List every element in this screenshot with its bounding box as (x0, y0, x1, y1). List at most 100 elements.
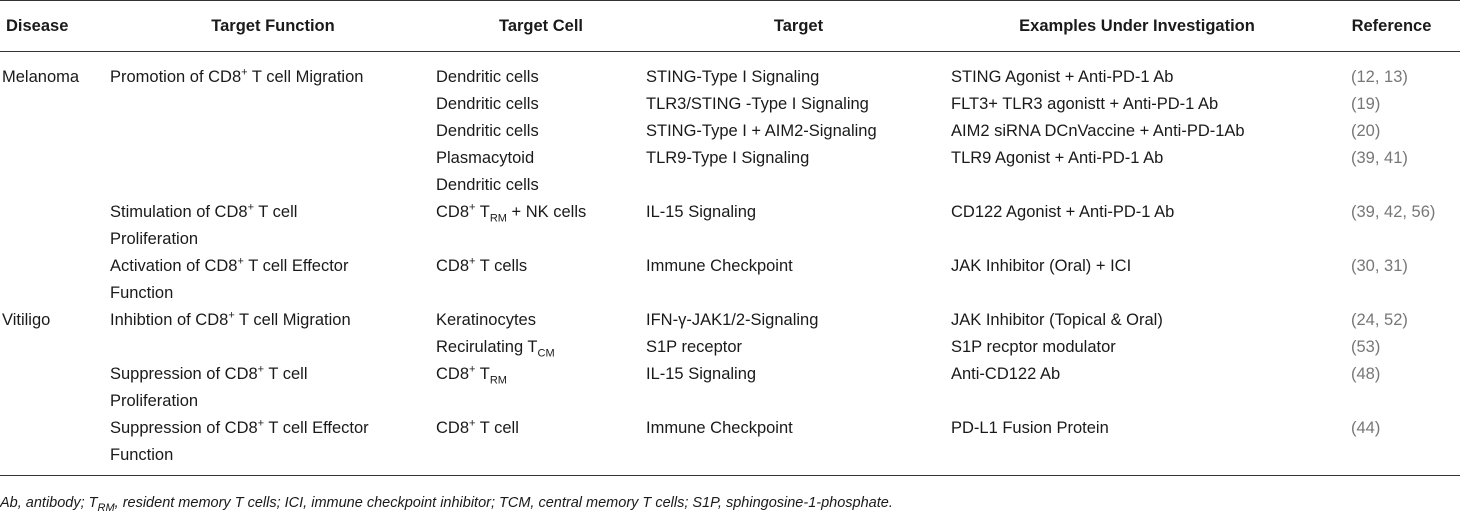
reference-text: (19) (1351, 95, 1381, 113)
target-text: S1P receptor (646, 338, 743, 356)
disease-text: Melanoma (2, 68, 80, 86)
cell-sup: + (469, 363, 476, 376)
disease-text: Vitiligo (2, 311, 51, 329)
cell-text: Plasmacytoid (436, 149, 535, 167)
header-target-cell: Target Cell (436, 0, 646, 52)
header-disease: Disease (0, 0, 110, 52)
header-target-function: Target Function (110, 0, 436, 52)
target-text: IFN-γ-JAK1/2-Signaling (646, 311, 819, 329)
cell-disease (0, 415, 110, 476)
function-text-tail: T cell Effector (243, 257, 349, 275)
function-sup: + (247, 201, 254, 214)
cell-target-cell: CD8+ T cells (436, 253, 646, 307)
example-text: AIM2 siRNA DCnVaccine + Anti-PD-1Ab (951, 122, 1245, 140)
cell-reference: (48) (1323, 361, 1460, 415)
cell-text: CD8 (436, 203, 470, 221)
cell-sub: CM (537, 347, 555, 360)
cell-text: Keratinocytes (436, 311, 536, 329)
cell-mid: T (475, 365, 490, 383)
cell-example: STING Agonist + Anti-PD-1 Ab (951, 52, 1323, 92)
reference-text: (20) (1351, 122, 1381, 140)
cell-disease (0, 91, 110, 118)
cell-example: AIM2 siRNA DCnVaccine + Anti-PD-1Ab (951, 118, 1323, 145)
cell-target-cell: CD8+ TRM (436, 361, 646, 415)
cell-reference: (24, 52) (1323, 307, 1460, 334)
function-text-tail: T cell (264, 365, 308, 383)
function-line2: Proliferation (110, 392, 199, 410)
target-text: Immune Checkpoint (646, 419, 793, 437)
reference-text: (30, 31) (1351, 257, 1408, 275)
cell-reference: (44) (1323, 415, 1460, 476)
cell-target: STING-Type I Signaling (646, 52, 951, 92)
target-text: IL-15 Signaling (646, 365, 757, 383)
therapy-table: Disease Target Function Target Cell Targ… (0, 0, 1460, 476)
target-text: Immune Checkpoint (646, 257, 793, 275)
footnote-sub: RM (97, 501, 115, 514)
table-row: Dendritic cells STING-Type I + AIM2-Signa… (0, 118, 1460, 145)
cell-target-cell: Dendritic cells (436, 91, 646, 118)
function-text: Stimulation of CD8 (110, 203, 248, 221)
cell-disease (0, 361, 110, 415)
target-text: STING-Type I + AIM2-Signaling (646, 122, 877, 140)
cell-disease: Melanoma (0, 52, 110, 92)
cell-target: Immune Checkpoint (646, 415, 951, 476)
cell-text: CD8 (436, 257, 470, 275)
cell-target-cell: CD8+ TRM + NK cells (436, 199, 646, 253)
cell-disease (0, 145, 110, 199)
cell-reference: (20) (1323, 118, 1460, 145)
reference-text: (12, 13) (1351, 68, 1408, 86)
cell-sub: RM (489, 374, 507, 387)
cell-target-cell: Recirulating TCM (436, 334, 646, 361)
cell-disease: Vitiligo (0, 307, 110, 334)
reference-text: (39, 41) (1351, 149, 1408, 167)
cell-text: CD8 (436, 365, 470, 383)
function-sup: + (257, 417, 265, 430)
table-row: Melanoma Promotion of CD8+ T cell Migrati… (0, 52, 1460, 92)
cell-line2: Dendritic cells (436, 176, 539, 194)
example-text: S1P recptor modulator (951, 338, 1116, 356)
cell-reference: (39, 41) (1323, 145, 1460, 199)
cell-reference: (19) (1323, 91, 1460, 118)
example-text: CD122 Agonist + Anti-PD-1 Ab (951, 203, 1175, 221)
cell-target-cell: Dendritic cells (436, 118, 646, 145)
cell-target: IFN-γ-JAK1/2-Signaling (646, 307, 951, 334)
cell-target: IL-15 Signaling (646, 361, 951, 415)
cell-reference: (53) (1323, 334, 1460, 361)
reference-text: (24, 52) (1351, 311, 1408, 329)
cell-sup: + (469, 201, 476, 214)
cell-target-function (110, 91, 436, 118)
header-target: Target (646, 0, 951, 52)
cell-text: Dendritic cells (436, 95, 539, 113)
cell-target-function: Promotion of CD8+ T cell Migration (110, 52, 436, 92)
cell-example: CD122 Agonist + Anti-PD-1 Ab (951, 199, 1323, 253)
cell-reference: (30, 31) (1323, 253, 1460, 307)
function-text-tail: T cell Migration (247, 68, 364, 86)
cell-tail: + NK cells (506, 203, 587, 221)
cell-sub: RM (489, 212, 507, 225)
cell-example: PD-L1 Fusion Protein (951, 415, 1323, 476)
cell-text: CD8 (436, 419, 470, 437)
cell-target: Immune Checkpoint (646, 253, 951, 307)
function-line2: Function (110, 284, 174, 302)
cell-example: S1P recptor modulator (951, 334, 1323, 361)
cell-mid: T (475, 203, 490, 221)
cell-reference: (12, 13) (1323, 52, 1460, 92)
function-text-tail: T cell Effector (264, 419, 369, 437)
function-text: Activation of CD8 (110, 257, 238, 275)
reference-text: (53) (1351, 338, 1381, 356)
cell-target-function (110, 145, 436, 199)
function-line2: Proliferation (110, 230, 199, 248)
cell-target-function: Inhibtion of CD8+ T cell Migration (110, 307, 436, 334)
target-text: TLR3/STING -Type I Signaling (646, 95, 869, 113)
reference-text: (39, 42, 56) (1351, 203, 1436, 221)
cell-sup: + (469, 255, 476, 268)
header-reference: Reference (1323, 0, 1460, 52)
cell-text: Dendritic cells (436, 122, 539, 140)
cell-target-function (110, 118, 436, 145)
cell-target: TLR9-Type I Signaling (646, 145, 951, 199)
